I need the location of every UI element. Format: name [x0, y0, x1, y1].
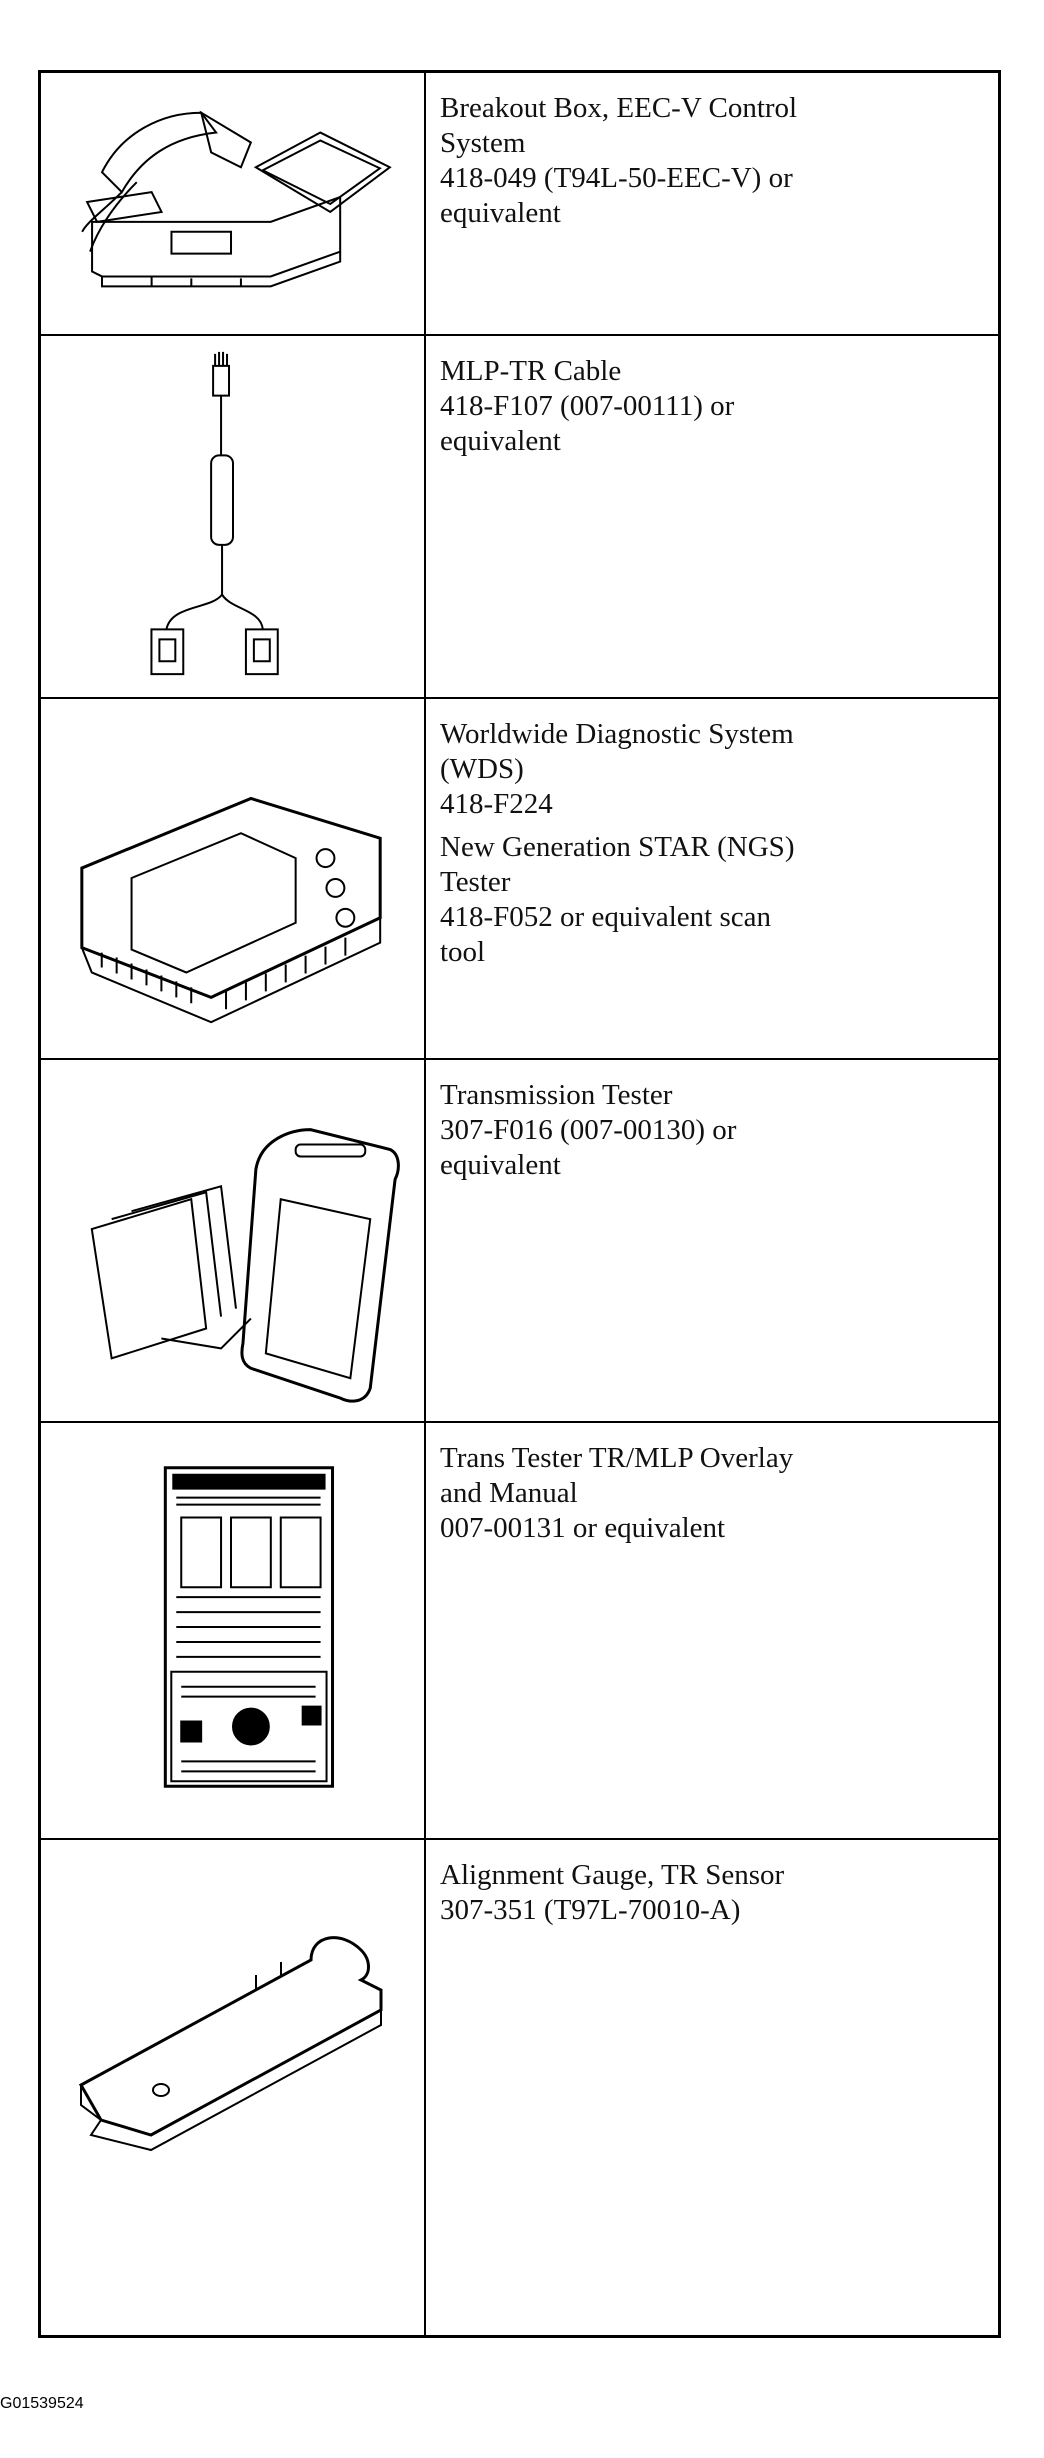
tool-number-line: 418-F224: [440, 788, 553, 820]
tool-number-line: 418-049 (T94L-50-EEC-V) or: [440, 162, 793, 194]
tool-name-line: Tester: [440, 866, 511, 898]
table-row-overlay-manual: Trans Tester TR/MLP Overlay and Manual 0…: [41, 1423, 998, 1840]
alignment-gauge-icon: [41, 1840, 424, 2338]
tool-name-line: Transmission Tester: [440, 1079, 673, 1111]
tool-number-line: 307-F016 (007-00130) or: [440, 1114, 737, 1146]
tool-equivalent-line: equivalent: [440, 197, 561, 229]
tool-name-line: Breakout Box, EEC-V Control: [440, 92, 798, 124]
tool-equivalent-line: equivalent: [440, 1149, 561, 1181]
tool-equivalent-line: tool: [440, 936, 486, 968]
mlp-tr-cable-icon: [41, 336, 424, 697]
mlp-tr-cable-description: MLP-TR Cable 418-F107 (007-00111) or equ…: [440, 354, 988, 459]
tool-name-line: (WDS): [440, 753, 524, 785]
table-row-mlp-tr-cable: MLP-TR Cable 418-F107 (007-00111) or equ…: [41, 336, 998, 699]
tool-name-line: MLP-TR Cable: [440, 355, 622, 387]
tool-name-line: Alignment Gauge, TR Sensor: [440, 1859, 785, 1891]
special-tools-table: Breakout Box, EEC-V Control System 418-0…: [38, 70, 1001, 2338]
tool-name-line: Trans Tester TR/MLP Overlay: [440, 1442, 794, 1474]
breakout-box-description: Breakout Box, EEC-V Control System 418-0…: [440, 91, 988, 231]
scan-tool-icon: [41, 699, 424, 1058]
table-row-alignment-gauge: Alignment Gauge, TR Sensor 307-351 (T97L…: [41, 1840, 998, 2338]
tool-name-line: and Manual: [440, 1477, 578, 1509]
tool-number-line: 007-00131 or equivalent: [440, 1512, 726, 1544]
tool-name-line: New Generation STAR (NGS): [440, 831, 795, 863]
tool-name-line: Worldwide Diagnostic System: [440, 718, 794, 750]
tool-equivalent-line: equivalent: [440, 425, 561, 457]
table-row-scan-tool: Worldwide Diagnostic System (WDS) 418-F2…: [41, 699, 998, 1060]
scan-tool-description: Worldwide Diagnostic System (WDS) 418-F2…: [440, 717, 988, 970]
table-row-breakout-box: Breakout Box, EEC-V Control System 418-0…: [41, 73, 998, 336]
alignment-gauge-description: Alignment Gauge, TR Sensor 307-351 (T97L…: [440, 1858, 988, 1928]
tool-number-line: 307-351 (T97L-70010-A): [440, 1894, 741, 1926]
breakout-box-icon: [41, 73, 424, 334]
column-divider: [424, 73, 426, 2335]
transmission-tester-icon: [41, 1060, 424, 1421]
overlay-manual-description: Trans Tester TR/MLP Overlay and Manual 0…: [440, 1441, 988, 1546]
table-row-transmission-tester: Transmission Tester 307-F016 (007-00130)…: [41, 1060, 998, 1423]
tool-number-line: 418-F052 or equivalent scan: [440, 901, 772, 933]
figure-id: G01539524: [0, 2395, 84, 2412]
overlay-manual-icon: [41, 1423, 424, 1838]
transmission-tester-description: Transmission Tester 307-F016 (007-00130)…: [440, 1078, 988, 1183]
tool-name-line: System: [440, 127, 526, 159]
tool-number-line: 418-F107 (007-00111) or: [440, 390, 735, 422]
